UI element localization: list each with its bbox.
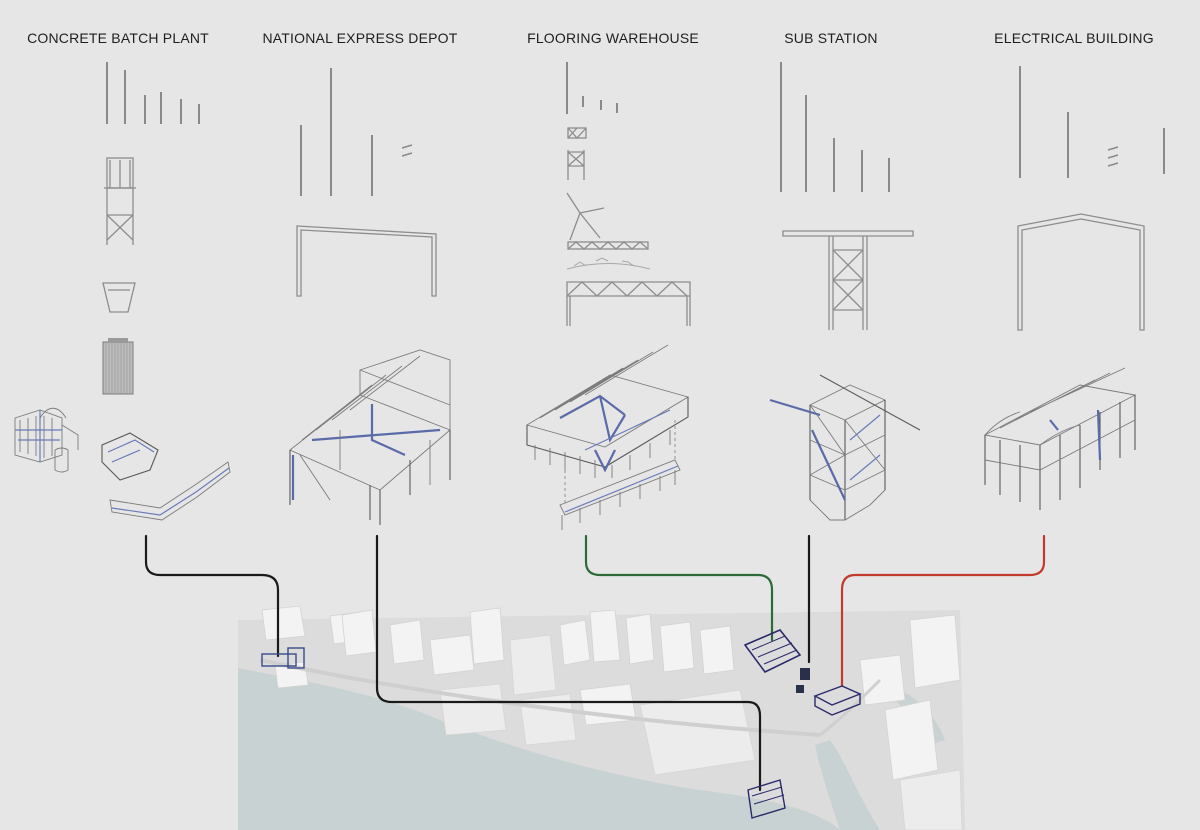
portal-frame-icon: [296, 225, 437, 297]
isometric-frame-icon: [525, 344, 690, 530]
title-concrete-batch-plant: CONCRETE BATCH PLANT: [27, 30, 209, 46]
steel-member-icon: [300, 68, 413, 196]
connector-flooring-warehouse: [584, 534, 774, 642]
connector-concrete-batch-plant: [144, 534, 280, 658]
national-express-depot-components: [289, 68, 451, 525]
hopper-icon: [102, 282, 136, 313]
sub-station-components: [769, 62, 921, 521]
steel-member-icon: [1019, 66, 1165, 178]
isometric-frame-icon: [289, 349, 451, 525]
column-titles: CONCRETE BATCH PLANT NATIONAL EXPRESS DE…: [0, 30, 1200, 52]
concrete-batch-plant-components: [14, 62, 231, 521]
flooring-warehouse-components: [525, 62, 691, 530]
truss-icon: [566, 127, 691, 326]
site-markers: [261, 629, 862, 819]
site-map: [238, 605, 965, 830]
steel-member-icon: [566, 62, 618, 114]
tower-frame-icon: [782, 230, 914, 330]
steel-member-icon: [106, 62, 200, 124]
portal-frame-icon: [1017, 213, 1145, 331]
electrical-building-components: [983, 66, 1165, 510]
title-sub-station: SUB STATION: [784, 30, 878, 46]
steel-member-icon: [780, 62, 890, 192]
connector-national-express-depot: [375, 534, 762, 792]
isometric-frame-icon: [14, 407, 231, 521]
isometric-frame-icon: [983, 367, 1137, 510]
cladding-block-icon: [102, 338, 134, 395]
title-flooring-warehouse: FLOORING WAREHOUSE: [527, 30, 699, 46]
title-national-express-depot: NATIONAL EXPRESS DEPOT: [262, 30, 458, 46]
connector-electrical-building: [840, 534, 1046, 688]
isometric-frame-icon: [769, 374, 921, 521]
connector-lines: [144, 534, 1046, 792]
title-electrical-building: ELECTRICAL BUILDING: [994, 30, 1154, 46]
river: [238, 668, 840, 830]
silo-frame-icon: [104, 157, 136, 245]
